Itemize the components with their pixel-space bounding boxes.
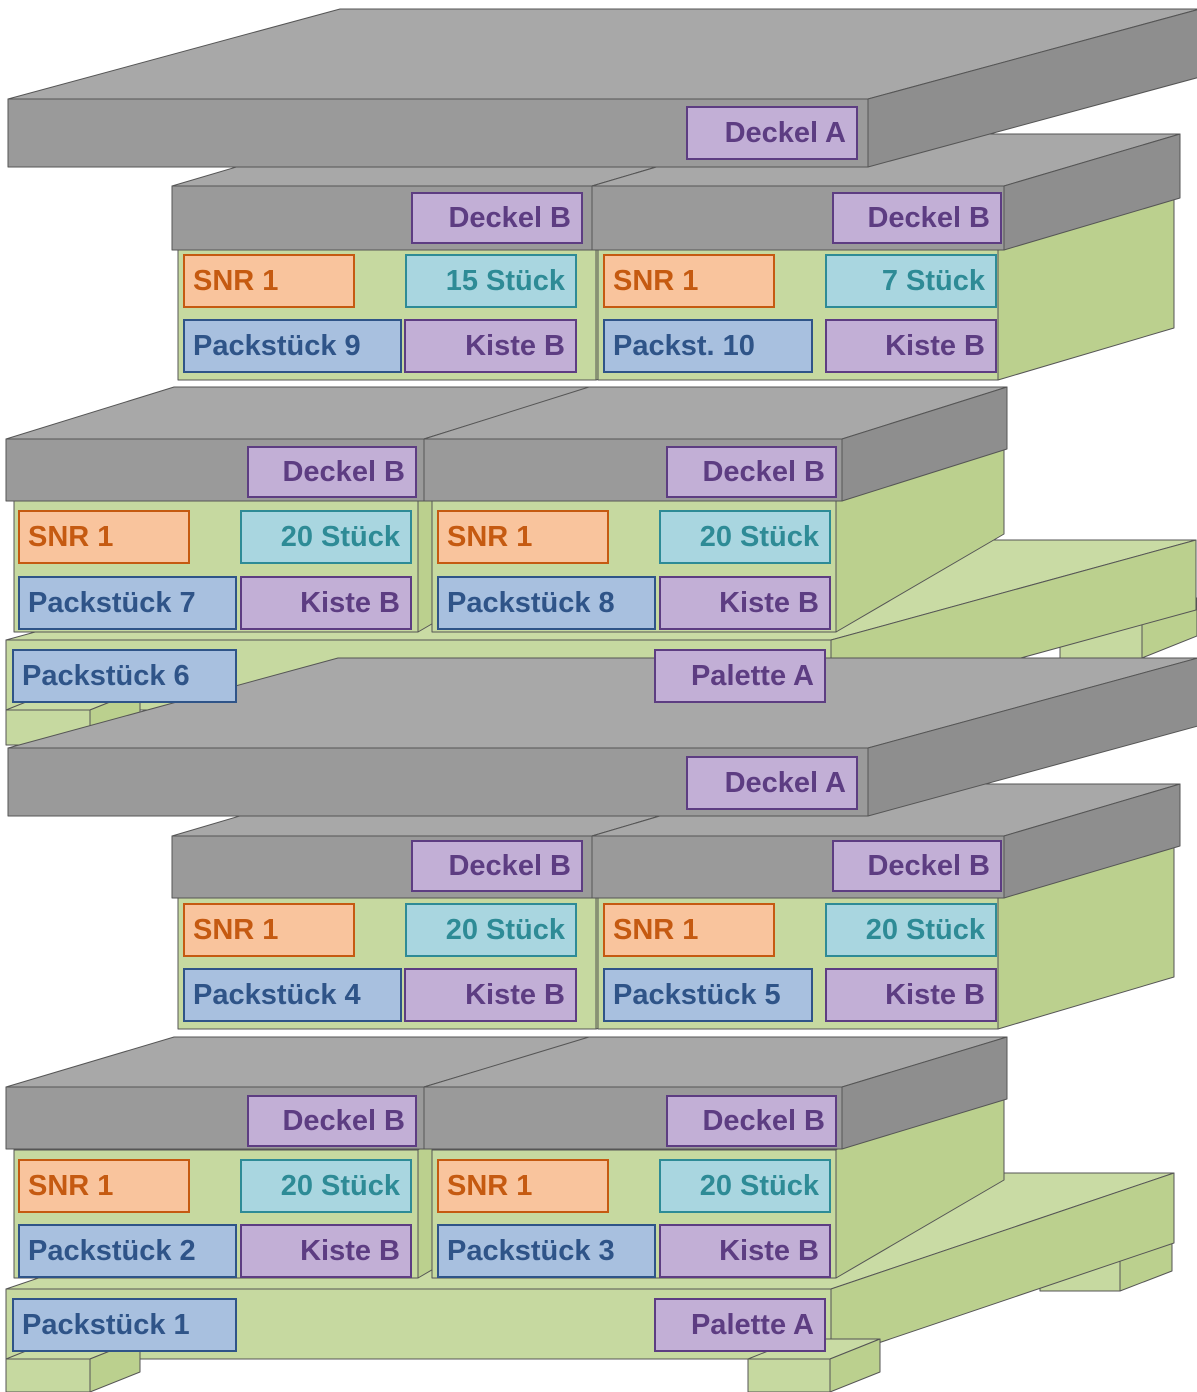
box3-packstueck-label: Packstück 3 [437, 1224, 656, 1278]
box7-snr-label: SNR 1 [18, 510, 190, 564]
pallet1-name-label: Palette A [654, 649, 826, 703]
pallet2-foot-front-right-front [747, 1358, 831, 1392]
lower-lid-a-label: Deckel A [686, 756, 858, 810]
bottom-lid-b1-label: Deckel B [247, 1095, 417, 1147]
lower-lid-b2-label: Deckel B [832, 840, 1002, 892]
bottom-lid-b2-label: Deckel B [666, 1095, 837, 1147]
box7-packstueck-label: Packstück 7 [18, 576, 237, 630]
top-lid-b2-label: Deckel B [832, 192, 1002, 244]
box4-snr-label: SNR 1 [183, 903, 355, 957]
box4-packstueck-label: Packstück 4 [183, 968, 402, 1022]
box8-snr-label: SNR 1 [437, 510, 609, 564]
box9-kiste-label: Kiste B [404, 319, 577, 373]
box8-qty-label: 20 Stück [659, 510, 831, 564]
box10-qty-label: 7 Stück [825, 254, 997, 308]
box8-kiste-label: Kiste B [659, 576, 831, 630]
box2-qty-label: 20 Stück [240, 1159, 412, 1213]
box10-packstueck-label: Packst. 10 [603, 319, 813, 373]
box5-qty-label: 20 Stück [825, 903, 997, 957]
top-lid-a-label: Deckel A [686, 106, 858, 160]
box9-snr-label: SNR 1 [183, 254, 355, 308]
box4-qty-label: 20 Stück [405, 903, 577, 957]
box10-kiste-label: Kiste B [825, 319, 997, 373]
box7-kiste-label: Kiste B [240, 576, 412, 630]
box4-kiste-label: Kiste B [404, 968, 577, 1022]
mid-lid-b2-label: Deckel B [666, 446, 837, 498]
box5-packstueck-label: Packstück 5 [603, 968, 813, 1022]
pallet2-packstueck-label: Packstück 1 [12, 1298, 237, 1352]
box7-qty-label: 20 Stück [240, 510, 412, 564]
box3-kiste-label: Kiste B [659, 1224, 831, 1278]
lid-a-top-front [7, 98, 869, 168]
lower-lid-b1-label: Deckel B [411, 840, 583, 892]
box3-qty-label: 20 Stück [659, 1159, 831, 1213]
box8-packstueck-label: Packstück 8 [437, 576, 656, 630]
box5-kiste-label: Kiste B [825, 968, 997, 1022]
pallet1-packstueck-label: Packstück 6 [12, 649, 237, 703]
mid-lid-b1-label: Deckel B [247, 446, 417, 498]
box2-kiste-label: Kiste B [240, 1224, 412, 1278]
top-lid-b1-label: Deckel B [411, 192, 583, 244]
pallet2-name-label: Palette A [654, 1298, 826, 1352]
box9-packstueck-label: Packstück 9 [183, 319, 402, 373]
box9-qty-label: 15 Stück [405, 254, 577, 308]
pallet2-foot-front-left-front [5, 1358, 91, 1392]
box3-snr-label: SNR 1 [437, 1159, 609, 1213]
box5-snr-label: SNR 1 [603, 903, 775, 957]
box2-packstueck-label: Packstück 2 [18, 1224, 237, 1278]
box10-snr-label: SNR 1 [603, 254, 775, 308]
box2-snr-label: SNR 1 [18, 1159, 190, 1213]
lid-a-lower-front [7, 747, 869, 817]
